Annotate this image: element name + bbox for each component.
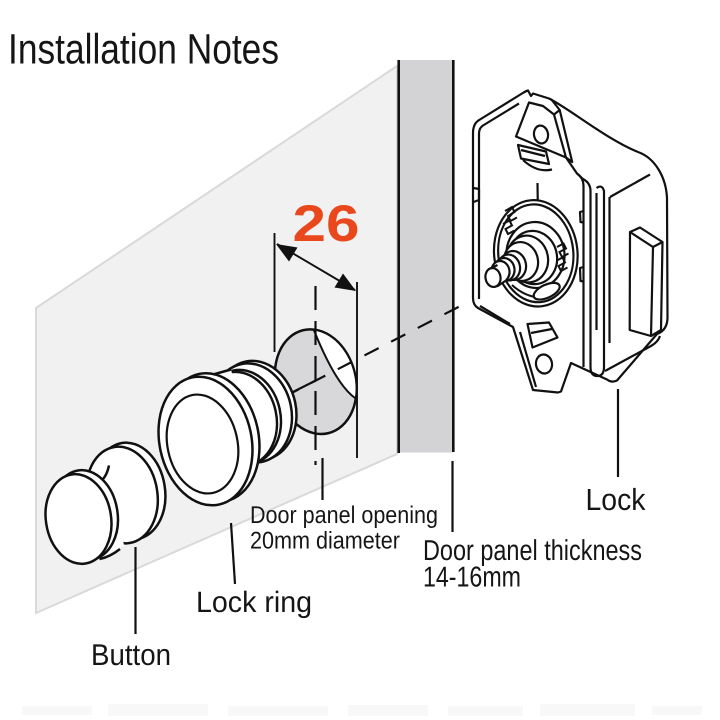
svg-text:Installation Notes: Installation Notes (8, 27, 279, 74)
svg-text:20mm diameter: 20mm diameter (250, 528, 400, 555)
svg-text:Door panel thickness: Door panel thickness (423, 535, 642, 567)
svg-text:Lock: Lock (586, 483, 647, 517)
svg-text:14-16mm: 14-16mm (423, 562, 521, 594)
svg-text:Button: Button (91, 639, 171, 672)
svg-text:26: 26 (293, 194, 360, 252)
svg-text:Door panel opening: Door panel opening (250, 502, 438, 529)
svg-text:Lock ring: Lock ring (196, 586, 312, 619)
